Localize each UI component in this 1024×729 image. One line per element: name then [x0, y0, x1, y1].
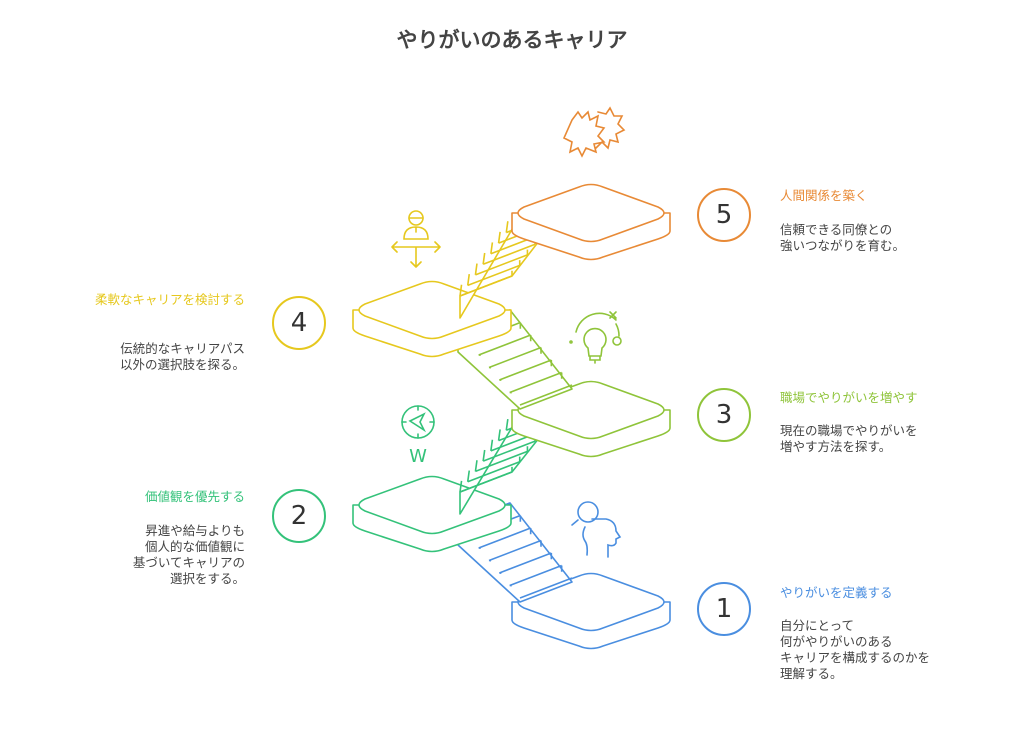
- dot: [569, 340, 573, 344]
- step-5-number: 5: [697, 188, 751, 242]
- lightbulb-icon: [569, 311, 622, 364]
- step-2-heading: 価値観を優先する: [144, 489, 245, 504]
- head-person-icon: [571, 501, 622, 558]
- person-arrows-icon: [391, 210, 441, 268]
- step-3-heading: 職場でやりがいを増やす: [780, 390, 918, 405]
- arc: [575, 311, 620, 337]
- head: [577, 501, 599, 523]
- step-1-number: 1: [697, 582, 751, 636]
- step-2-description: 昇進や給与よりも 個人的な価値観に 基づいてキャリアの 選択をする。: [132, 523, 245, 586]
- page-title: やりがいのあるキャリア: [396, 28, 628, 52]
- step-4-heading: 柔軟なキャリアを検討する: [94, 292, 245, 307]
- step-4-description: 伝統的なキャリアパス 以外の選択肢を探る。: [119, 341, 245, 372]
- step-5-description: 信頼できる同僚との 強いつながりを育む。: [780, 222, 906, 253]
- step-1-heading: やりがいを定義する: [780, 585, 893, 600]
- step-2-number: 2: [272, 489, 326, 543]
- bubble: [612, 336, 622, 346]
- step-3-number: 3: [697, 388, 751, 442]
- handshake-shape: [562, 106, 626, 158]
- body: [571, 518, 622, 558]
- compass-letter: W: [409, 446, 427, 467]
- step-1-description: 自分にとって 何がやりがいのある キャリアを構成するのかを 理解する。: [780, 618, 931, 681]
- step-3-description: 現在の職場でやりがいを 増やす方法を探す。: [780, 423, 918, 454]
- handshake-icon: [562, 106, 626, 158]
- bulb: [583, 327, 607, 364]
- needle: [401, 405, 435, 439]
- step-5-heading: 人間関係を築く: [780, 188, 868, 203]
- platform-5: [511, 183, 671, 261]
- body-arrows: [391, 217, 441, 268]
- platform-top: [517, 183, 665, 243]
- compass-icon: W: [401, 405, 435, 467]
- step-4-number: 4: [272, 296, 326, 350]
